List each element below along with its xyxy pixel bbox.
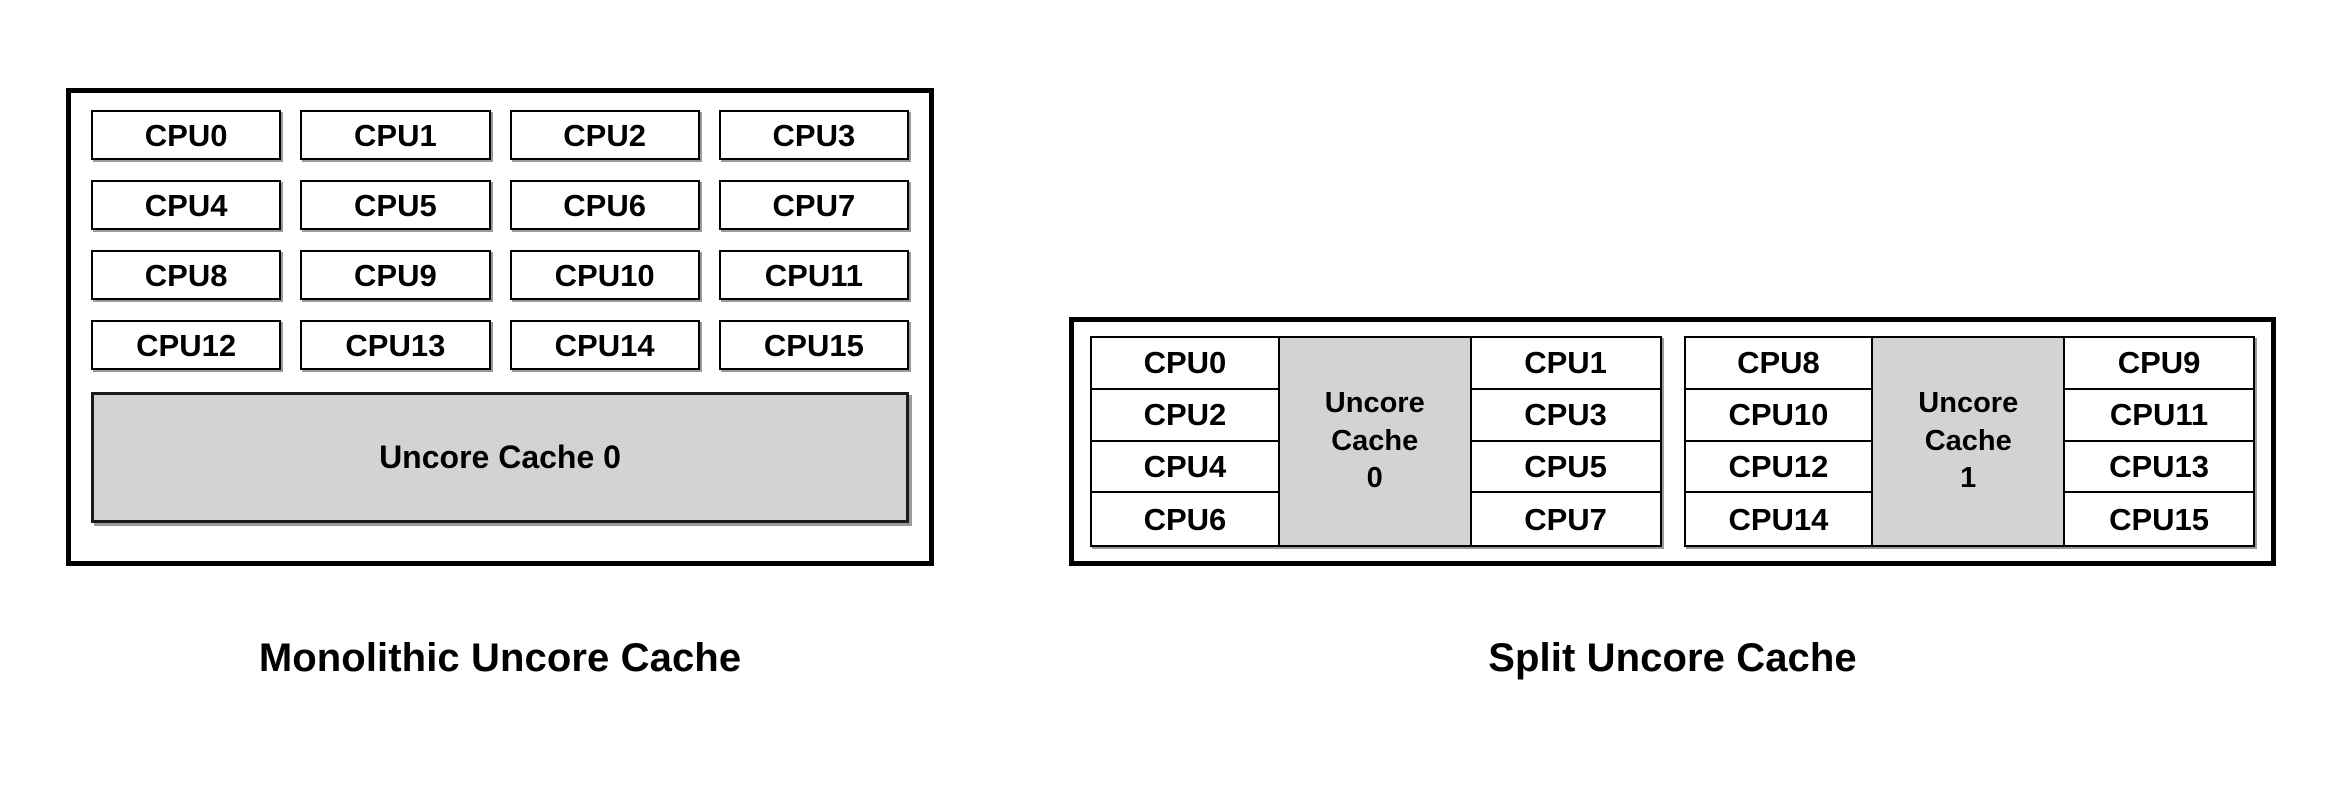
cpu-box: CPU7	[718, 180, 909, 230]
cpu-cell: CPU15	[2065, 493, 2253, 545]
cpu-cell: CPU8	[1685, 338, 1874, 390]
cpu-cell: CPU11	[2065, 389, 2253, 442]
uncore-cache-0-cell: Uncore Cache 0	[1279, 338, 1472, 545]
cpu-cell: CPU0	[1092, 338, 1280, 390]
monolithic-caption: Monolithic Uncore Cache	[258, 636, 742, 680]
cpu-box: CPU9	[300, 250, 491, 300]
cpu-box: CPU3	[718, 110, 909, 160]
cpu-box: CPU5	[300, 180, 491, 230]
cpu-box: CPU11	[718, 250, 909, 300]
cpu-box: CPU6	[509, 180, 700, 230]
cpu-cell: CPU9	[2065, 338, 2253, 390]
uncore-cache-0-block: Uncore Cache 0	[91, 392, 909, 523]
cluster-1: CPU8 Uncore Cache 1 CPU9 CPU10 CPU11 CPU…	[1683, 336, 2255, 547]
cpu-cell: CPU4	[1092, 441, 1280, 494]
cpu-box: CPU4	[91, 180, 282, 230]
cpu-cell: CPU12	[1685, 441, 1874, 494]
uncore-cache-index: 1	[1960, 462, 1977, 495]
cpu-box: CPU12	[91, 320, 282, 370]
cpu-cell: CPU10	[1685, 389, 1874, 442]
cpu-cell: CPU1	[1471, 338, 1660, 390]
cluster-0: CPU0 Uncore Cache 0 CPU1 CPU2 CPU3 CPU4 …	[1090, 336, 1662, 547]
cpu-cell: CPU13	[2065, 441, 2253, 494]
cpu-box: CPU10	[509, 250, 700, 300]
monolithic-cpu-grid: CPU0 CPU1 CPU2 CPU3 CPU4 CPU5 CPU6 CPU7 …	[91, 110, 909, 370]
cpu-cell: CPU6	[1092, 493, 1280, 545]
uncore-cache-line: Uncore	[1918, 386, 2019, 419]
cpu-box: CPU0	[91, 110, 282, 160]
uncore-cache-line: Cache	[1331, 424, 1419, 457]
cpu-cell: CPU14	[1685, 493, 1874, 545]
cpu-cell: CPU2	[1092, 389, 1280, 442]
cpu-cell: CPU3	[1471, 389, 1660, 442]
split-caption: Split Uncore Cache	[1488, 636, 1857, 680]
uncore-cache-line: Cache	[1924, 424, 2012, 457]
uncore-cache-index: 0	[1366, 462, 1383, 495]
cpu-box: CPU13	[300, 320, 491, 370]
uncore-cache-1-cell: Uncore Cache 1	[1873, 338, 2066, 545]
uncore-cache-line: Uncore	[1324, 386, 1425, 419]
cpu-box: CPU15	[718, 320, 909, 370]
monolithic-uncore-cache-panel: CPU0 CPU1 CPU2 CPU3 CPU4 CPU5 CPU6 CPU7 …	[66, 88, 934, 566]
cpu-cell: CPU7	[1471, 493, 1660, 545]
cpu-box: CPU14	[509, 320, 700, 370]
cpu-cell: CPU5	[1471, 441, 1660, 494]
cpu-box: CPU2	[509, 110, 700, 160]
cpu-box: CPU1	[300, 110, 491, 160]
cpu-box: CPU8	[91, 250, 282, 300]
split-uncore-cache-panel: CPU0 Uncore Cache 0 CPU1 CPU2 CPU3 CPU4 …	[1069, 317, 2276, 566]
